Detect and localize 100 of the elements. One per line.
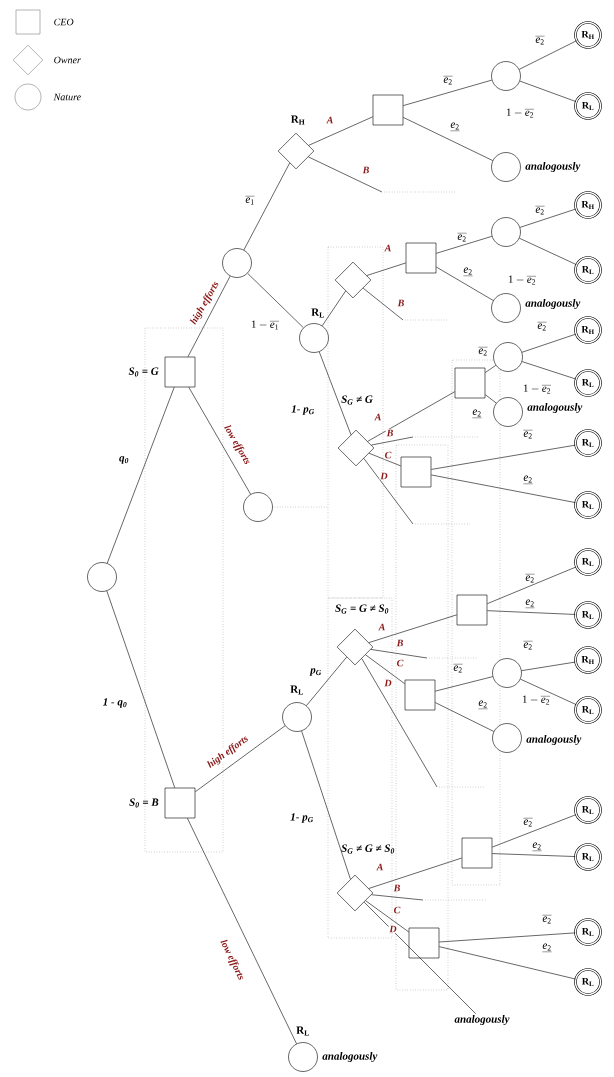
branch-line (487, 610, 576, 615)
edge-label: D (379, 471, 389, 481)
nature-circle (491, 152, 521, 182)
branch-line (368, 452, 401, 467)
nature-circle (492, 723, 522, 753)
edge-label: $1 - \overline{e_1}$ (250, 319, 280, 331)
branch-line (370, 649, 428, 659)
edge-label: $1 - \overline{e_2}$ (505, 107, 535, 119)
branch-line (435, 676, 493, 692)
edge-label: $\overline{e_2}$ (522, 639, 534, 651)
outcome-text: analogously (454, 1015, 510, 1025)
edge-label: $\overline{e_2}$ (522, 428, 534, 440)
legend-label: Owner (54, 56, 81, 64)
node-caption: analogously (525, 162, 581, 172)
branch-line (363, 458, 414, 525)
legend-label: CEO (54, 18, 74, 26)
branch-line (321, 290, 346, 327)
nature-circle (491, 61, 521, 91)
branch-line (403, 117, 493, 161)
edge-label: A (373, 412, 383, 422)
edge-label: $\overline{e_2}$ (536, 320, 548, 332)
edge-label: A (375, 862, 385, 872)
branch-line (363, 901, 476, 1014)
branch-line (308, 156, 383, 193)
edge-label: B (361, 165, 371, 175)
branch-line (371, 894, 424, 901)
branch-line (485, 365, 497, 373)
branch-line (521, 361, 577, 380)
node-caption: analogously (525, 299, 581, 309)
edge-label: 1- p$_{G}$ (289, 812, 315, 824)
branch-line (187, 275, 231, 357)
branch-line (520, 678, 577, 705)
branch-line (243, 162, 290, 251)
branch-line (521, 333, 577, 353)
edge-label: D (383, 678, 393, 688)
edge-label: $1 - \overline{e_2}$ (522, 383, 552, 395)
ceo-square (164, 787, 196, 819)
edge-label: $\underline{e_2}$ (471, 408, 483, 420)
edge-label: A (383, 243, 393, 253)
owner-diamond (334, 261, 372, 299)
ceo-square (461, 837, 493, 869)
nature-circle (492, 658, 522, 688)
edge-label: A (377, 622, 387, 632)
edge-label: $\overline{e_2}$ (452, 662, 464, 674)
edge-label: $\overline{e_2}$ (456, 231, 468, 243)
nature-circle (493, 342, 523, 372)
edge-label: $\underline{e_2}$ (541, 942, 553, 954)
branch-line (365, 900, 409, 933)
branch-line (487, 566, 577, 604)
edge-label: B (395, 638, 405, 648)
edge-label: $\underline{e_2}$ (462, 266, 474, 278)
branch-line (188, 387, 251, 495)
node-caption: R$_{L}$ (290, 685, 303, 695)
edge-label: low efforts (217, 937, 247, 983)
ceo-square (408, 927, 440, 959)
edge-label: $\underline{e_2}$ (524, 598, 536, 610)
owner-diamond (336, 628, 374, 666)
branch-line (518, 40, 577, 70)
edge-label: $\overline{e_1}$ (244, 194, 256, 206)
edge-label: B (396, 298, 406, 308)
node-caption: analogously (322, 1052, 378, 1062)
edge-label: p$_{G}$ (309, 667, 323, 677)
branch-line (492, 853, 576, 857)
branch-line (519, 208, 577, 228)
edge-label: $\underline{e_2}$ (531, 841, 543, 853)
branch-line (521, 661, 576, 671)
branch-line (368, 614, 457, 643)
branch-line (436, 266, 494, 301)
node-caption: R$_{H}$ (290, 115, 305, 125)
edge-label: 1- p$_{G}$ (290, 404, 316, 416)
ceo-square (454, 367, 486, 399)
branch-line (431, 474, 576, 503)
branch-line (247, 273, 304, 328)
branch-line (366, 262, 406, 276)
node-caption: R$_{L}$ (296, 1026, 309, 1036)
branch-line (365, 654, 405, 684)
node-caption: R$_{L}$ (311, 308, 324, 318)
edge-label: $1 - \overline{e_2}$ (507, 274, 537, 286)
branch-line (106, 590, 176, 788)
edge-label: $\overline{e_2}$ (524, 572, 536, 584)
branch-line (436, 236, 493, 254)
branch-line (519, 237, 577, 265)
ceo-square (404, 679, 436, 711)
edge-label: $\overline{e_2}$ (522, 816, 534, 828)
edge-label: C (383, 450, 393, 460)
branch-line (318, 351, 352, 436)
nature-circle (87, 562, 117, 592)
ceo-square (164, 356, 196, 388)
node-caption: S$_{G}$ ≠ G (341, 395, 373, 405)
branch-line (362, 287, 404, 321)
branch-line (361, 658, 438, 788)
edge-label: C (392, 905, 402, 915)
edge-label: B (385, 428, 395, 438)
branch-line (306, 656, 347, 706)
edge-label: $\overline{e_2}$ (534, 204, 546, 216)
branch-line (187, 818, 297, 1044)
ceo-square (456, 594, 488, 626)
nature-circle (222, 248, 252, 278)
branch-line (439, 932, 576, 943)
edge-label: D (388, 924, 398, 934)
